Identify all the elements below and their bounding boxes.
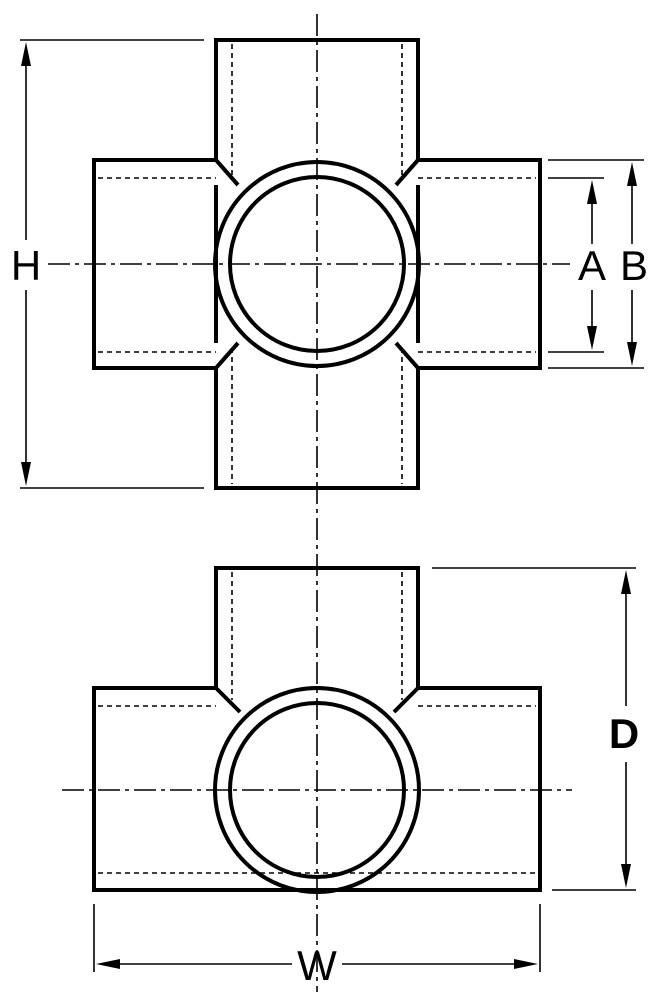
top-arm-outline [214, 38, 420, 160]
bottom-view [62, 566, 572, 894]
fillet-br [394, 341, 420, 370]
side-top-arm-outline [214, 566, 420, 688]
top-view [48, 38, 570, 490]
side-fillet-right [392, 686, 420, 714]
side-fillet-left [214, 686, 242, 714]
dimension-a [548, 177, 604, 353]
label-w: W [297, 942, 337, 989]
fillet-tl [214, 158, 240, 187]
label-b: B [620, 242, 648, 289]
label-a: A [578, 242, 606, 289]
label-h: H [11, 242, 41, 289]
fillet-bl [214, 341, 240, 370]
dimension-b [548, 159, 644, 369]
dimension-h [20, 39, 204, 489]
dimension-w [93, 904, 541, 972]
right-arm-outline [418, 158, 542, 370]
fillet-tr [394, 158, 420, 187]
dimension-d [432, 567, 636, 891]
label-d: D [609, 710, 639, 757]
